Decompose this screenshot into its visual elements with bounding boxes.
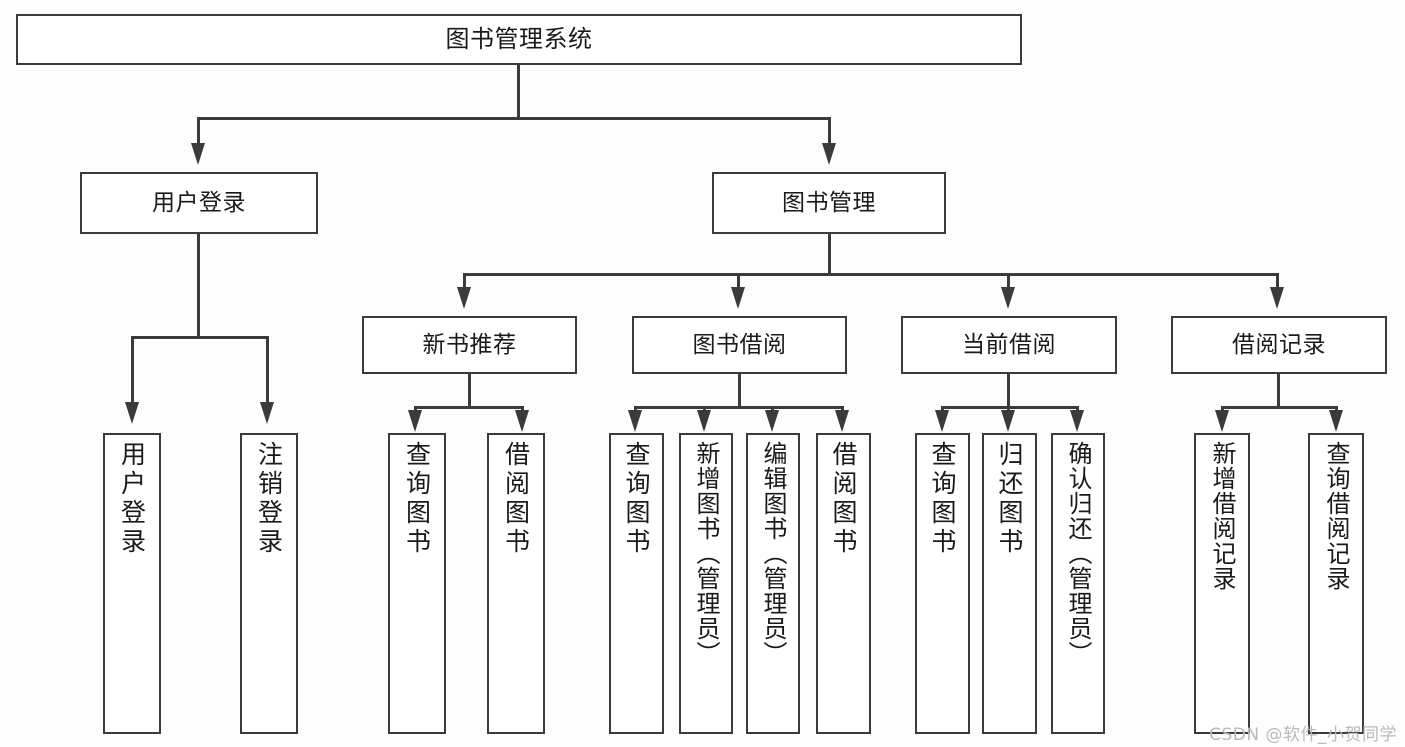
connector-bb-stem (738, 374, 741, 408)
connector-cb-stem (1007, 374, 1010, 408)
arrow-bb-leaf-4 (835, 410, 849, 432)
node-label: 查询图书 (622, 441, 651, 557)
arrow-bb-leaf-2 (697, 410, 711, 432)
leaf-user-login[interactable]: 用户登录 (103, 433, 161, 734)
leaf-borrow-book-borrow[interactable]: 借阅图书 (816, 433, 871, 734)
node-current-borrow[interactable]: 当前借阅 (901, 316, 1117, 374)
leaf-edit-book-admin[interactable]: 编辑图书（管理员） (746, 433, 800, 734)
node-book-management[interactable]: 图书管理 (712, 172, 946, 234)
node-label: 借阅图书 (829, 441, 858, 557)
arrow-nbr-leaf-1 (408, 410, 422, 432)
arrow-user-login-leaf-2 (260, 402, 274, 424)
connector-bm-drop-2 (737, 273, 740, 289)
connector-user-login-bus (131, 336, 269, 339)
arrow-br-leaf-2 (1329, 410, 1343, 432)
leaf-query-book-new-recommend[interactable]: 查询图书 (388, 433, 446, 734)
leaf-query-book-borrow[interactable]: 查询图书 (609, 433, 664, 734)
connector-nbr-stem (468, 374, 471, 408)
connector-bb-bus (634, 406, 844, 409)
connector-book-manage-stem (828, 234, 831, 275)
connector-root-to-book-manage (828, 117, 831, 145)
node-label: 新增借阅记录 (1208, 441, 1236, 591)
node-user-login[interactable]: 用户登录 (80, 172, 318, 234)
leaf-borrow-book-new-recommend[interactable]: 借阅图书 (487, 433, 545, 734)
arrow-bb-leaf-3 (765, 410, 779, 432)
connector-br-stem (1277, 374, 1280, 408)
node-borrow-record[interactable]: 借阅记录 (1171, 316, 1387, 374)
arrow-bb-leaf-1 (628, 410, 642, 432)
node-label: 确认归还（管理员） (1064, 441, 1092, 666)
arrow-br-leaf-1 (1215, 410, 1229, 432)
node-label: 当前借阅 (962, 331, 1056, 358)
connector-bm-drop-4 (1276, 273, 1279, 289)
node-label: 借阅记录 (1232, 331, 1326, 358)
leaf-add-book-admin[interactable]: 新增图书（管理员） (679, 433, 733, 734)
node-label: 新书推荐 (422, 331, 517, 358)
connector-book-manage-bus (463, 273, 1279, 276)
leaf-return-book[interactable]: 归还图书 (982, 433, 1037, 734)
arrow-bm-to-new-book-recommend (457, 287, 471, 309)
node-label: 归还图书 (995, 441, 1024, 557)
leaf-user-logout[interactable]: 注销登录 (240, 433, 298, 734)
arrow-user-login-leaf-1 (125, 402, 139, 424)
connector-root-stem (517, 65, 520, 117)
node-label: 用户登录 (152, 189, 246, 216)
leaf-query-borrow-record[interactable]: 查询借阅记录 (1308, 433, 1364, 734)
connector-user-login-drop-1 (131, 336, 134, 404)
connector-nbr-bus (414, 406, 524, 409)
node-book-borrow[interactable]: 图书借阅 (632, 316, 847, 374)
connector-bm-drop-3 (1007, 273, 1010, 289)
node-label: 图书借阅 (692, 331, 787, 358)
connector-user-login-drop-2 (266, 336, 269, 404)
node-new-book-recommend[interactable]: 新书推荐 (362, 316, 577, 374)
leaf-query-book-current[interactable]: 查询图书 (915, 433, 970, 734)
arrow-nbr-leaf-2 (515, 410, 529, 432)
connector-bm-drop-1 (463, 273, 466, 289)
node-label: 新增图书（管理员） (692, 441, 720, 666)
connector-br-bus (1221, 406, 1338, 409)
arrow-bm-to-book-borrow (731, 287, 745, 309)
arrow-cb-leaf-1 (935, 410, 949, 432)
connector-cb-bus (941, 406, 1079, 409)
arrow-cb-leaf-2 (1001, 410, 1015, 432)
node-label: 图书管理 (782, 189, 876, 216)
arrow-cb-leaf-3 (1070, 410, 1084, 432)
connector-user-login-stem (197, 234, 200, 338)
arrow-root-to-user-login (191, 143, 205, 165)
arrow-bm-to-current-borrow (1001, 287, 1015, 309)
node-label: 查询图书 (402, 441, 432, 557)
connector-root-to-user-login (197, 117, 200, 145)
node-label: 查询图书 (928, 441, 957, 557)
leaf-add-borrow-record[interactable]: 新增借阅记录 (1194, 433, 1250, 734)
arrow-bm-to-borrow-record (1270, 287, 1284, 309)
arrow-root-to-book-manage (822, 143, 836, 165)
node-label: 用户登录 (117, 441, 147, 557)
connector-root-bus (197, 117, 831, 120)
node-label: 注销登录 (254, 441, 284, 557)
node-label: 借阅图书 (501, 441, 531, 557)
node-root-book-management-system[interactable]: 图书管理系统 (16, 14, 1022, 65)
leaf-confirm-return-admin[interactable]: 确认归还（管理员） (1051, 433, 1105, 734)
node-label: 图书管理系统 (445, 24, 593, 53)
node-label: 编辑图书（管理员） (759, 441, 787, 666)
node-label: 查询借阅记录 (1322, 441, 1350, 591)
